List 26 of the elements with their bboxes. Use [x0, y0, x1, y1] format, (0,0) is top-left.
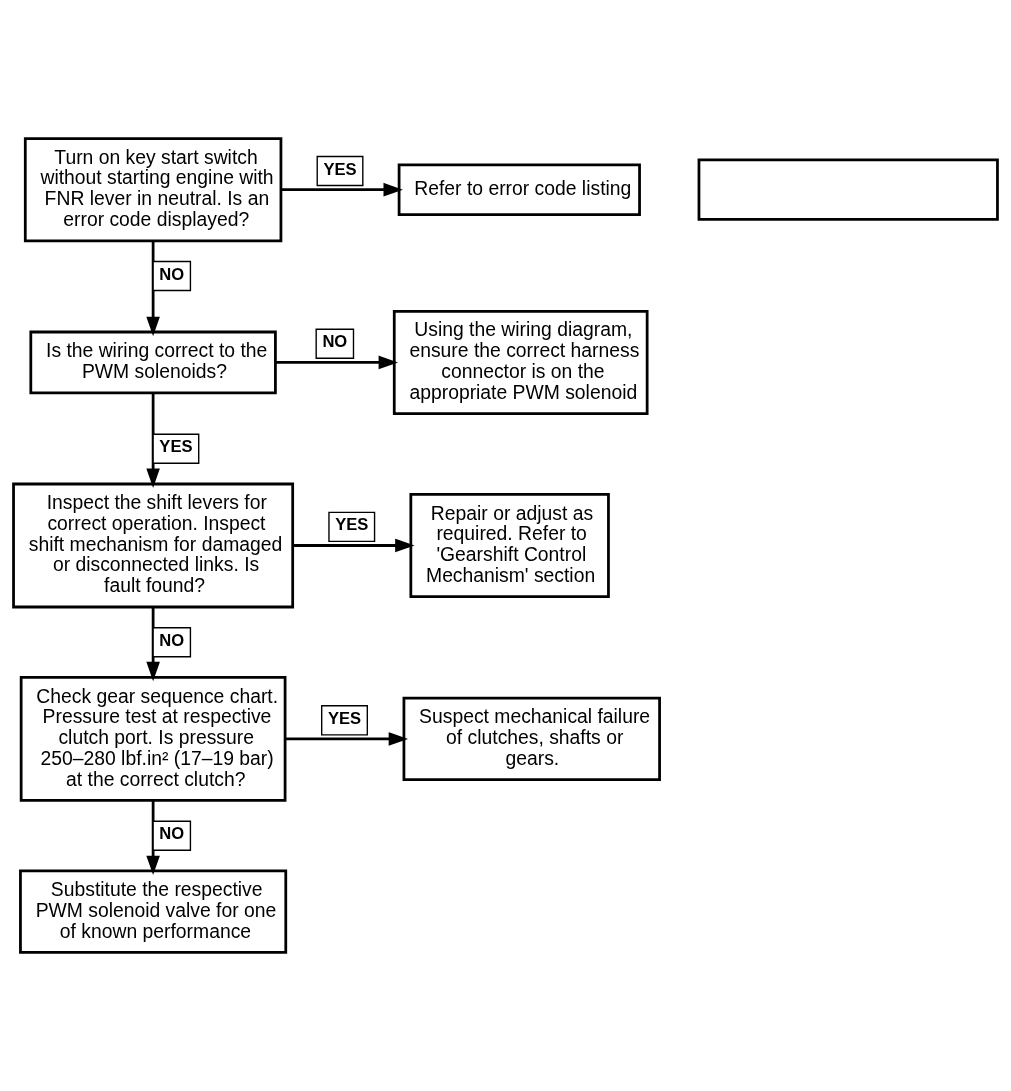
arrow [275, 355, 398, 370]
arrow [281, 182, 403, 197]
node-box: Inspect the shift levers for correct operation. Inspect shift mechanism for damaged or disconnected links. Is fault found? [12, 482, 295, 609]
edge-label: NO [159, 824, 185, 844]
edge-label: YES [327, 708, 362, 728]
node-box: Suspect mechanical failure of clutches, shafts or gears. [402, 696, 661, 782]
arrow [146, 607, 160, 682]
node-box: Refer to error code listing [397, 163, 641, 216]
edge-label: NO [159, 264, 185, 284]
arrow [146, 800, 160, 875]
arrow [285, 732, 409, 746]
arrow [146, 241, 160, 337]
edge-label: YES [159, 437, 193, 457]
node-box: Check gear sequence chart. Pressure test at respective clutch port. Is pressure 250–280 lbf.in² (17–19 bar) at the correct clutch? [19, 676, 287, 802]
node-box [697, 158, 999, 221]
arrow [146, 393, 160, 488]
node-box: Turn on key start switch without starting engine with FNR lever in neutral. Is an error code displayed? [23, 137, 283, 243]
node-box: Is the wiring correct to the PWM solenoids? [29, 330, 277, 395]
arrow [293, 538, 415, 553]
node-box: Using the wiring diagram, ensure the correct harness connector is on the appropriate PWM solenoid [392, 309, 649, 415]
edge-label: NO [322, 332, 348, 352]
edge-label: YES [323, 159, 357, 179]
node-box: Repair or adjust as required. Refer to 'Gearshift Control Mechanism' section [409, 493, 610, 598]
node-box: Substitute the respective PWM solenoid valve for one of known performance [19, 869, 288, 954]
edge-label: YES [335, 515, 369, 535]
edge-label: NO [159, 630, 185, 650]
